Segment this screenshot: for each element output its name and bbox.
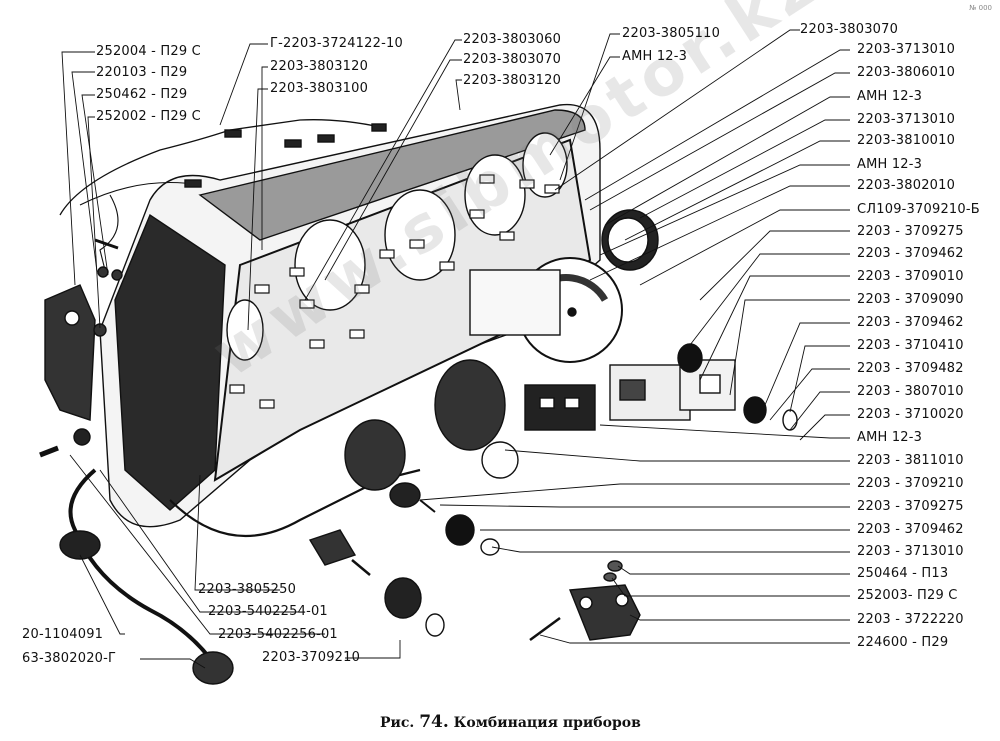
part-label: 2203 - 3709462 — [857, 522, 964, 537]
cable-nut — [192, 651, 234, 685]
part-label: СЛ109-3709210-Б — [857, 202, 980, 217]
mounting-bracket — [44, 284, 96, 421]
speedometer-body — [469, 269, 561, 336]
part-label: 252004 - П29 С — [96, 44, 201, 59]
part-label: 2203-3803070 — [800, 22, 899, 37]
part-label: 2203 - 3709275 — [857, 224, 964, 239]
part-label: Г-2203-3724122-10 — [270, 36, 403, 51]
part-label: 2203 - 3709482 — [857, 361, 964, 376]
part-label: 2203 - 3709275 — [857, 499, 964, 514]
part-label: 2203-5402256-01 — [218, 627, 338, 642]
rheostat-knob — [384, 577, 422, 619]
corner-mark: № 000 — [969, 4, 992, 12]
part-label: 2203-3803060 — [463, 32, 562, 47]
gauge-opening-1 — [226, 299, 264, 361]
caption-prefix: Рис. — [380, 715, 415, 731]
part-label: 2203 - 3722220 — [857, 612, 964, 627]
caption-title: Комбинация приборов — [453, 715, 641, 731]
part-label: 2203 - 3710020 — [857, 407, 964, 422]
part-label: 2203-3803100 — [270, 81, 369, 96]
part-label: 2203 - 3710410 — [857, 338, 964, 353]
part-label: 2203-3806010 — [857, 65, 956, 80]
knob-large — [677, 343, 703, 373]
caption-number: 74. — [419, 712, 449, 732]
part-label: 20-1104091 — [22, 627, 104, 642]
part-label: 250462 - П29 — [96, 87, 188, 102]
speedometer-cable — [68, 468, 217, 667]
wiring-harness — [59, 119, 386, 216]
part-label: 220103 - П29 — [96, 65, 188, 80]
part-label: 2203-3713010 — [857, 112, 956, 127]
part-label: 2203-3810010 — [857, 133, 956, 148]
gauge-lower-left — [344, 419, 406, 491]
part-label: 252002 - П29 С — [96, 109, 201, 124]
part-label: 224600 - П29 — [857, 635, 949, 650]
part-label: 2203-3803120 — [463, 73, 562, 88]
bezel-lower — [169, 468, 421, 538]
switch-block — [524, 384, 596, 431]
gauge-opening-3 — [384, 189, 456, 281]
part-label: АМН 12-3 — [622, 49, 688, 64]
knob-small — [743, 396, 767, 424]
part-label: 2203 - 3709462 — [857, 315, 964, 330]
part-label: 2203-3709210 — [262, 650, 361, 665]
figure-caption: Рис. 74. Комбинация приборов — [380, 712, 641, 732]
push-switch — [569, 584, 641, 641]
part-label: 2203-3805110 — [622, 26, 721, 41]
part-label: 2203 - 3807010 — [857, 384, 964, 399]
part-label: 250464 - П13 — [857, 566, 949, 581]
lamp-cap-1 — [389, 482, 421, 508]
cable-grommet — [59, 530, 101, 560]
part-label: 2203-5402254-01 — [208, 604, 328, 619]
rheostat — [308, 529, 357, 566]
part-label: 2203 - 3713010 — [857, 544, 964, 559]
part-label: 2203-3803120 — [270, 59, 369, 74]
part-label: АМН 12-3 — [857, 430, 923, 445]
part-label: 2203-3802010 — [857, 178, 956, 193]
screw — [529, 616, 561, 642]
gauge-lower-mid — [434, 359, 506, 451]
part-label: 2203-3713010 — [857, 42, 956, 57]
visor-top — [198, 109, 586, 241]
part-label: 252003- П29 С — [857, 588, 958, 603]
bulb-sockets — [229, 174, 560, 409]
part-label: 2203 - 3709462 — [857, 246, 964, 261]
part-label: 63-3802020-Г — [22, 651, 117, 666]
part-label: 2203-3803070 — [463, 52, 562, 67]
part-label: 2203 - 3709010 — [857, 269, 964, 284]
housing-side-panel — [114, 213, 226, 511]
part-label: 2203 - 3811010 — [857, 453, 964, 468]
part-label: АМН 12-3 — [857, 89, 923, 104]
part-label: АМН 12-3 — [857, 157, 923, 172]
lamp-cap-2 — [445, 514, 475, 546]
leader-lines — [61, 29, 850, 669]
part-label: 2203 - 3709210 — [857, 476, 964, 491]
part-label: 2203-3805250 — [198, 582, 297, 597]
part-label: 2203 - 3709090 — [857, 292, 964, 307]
